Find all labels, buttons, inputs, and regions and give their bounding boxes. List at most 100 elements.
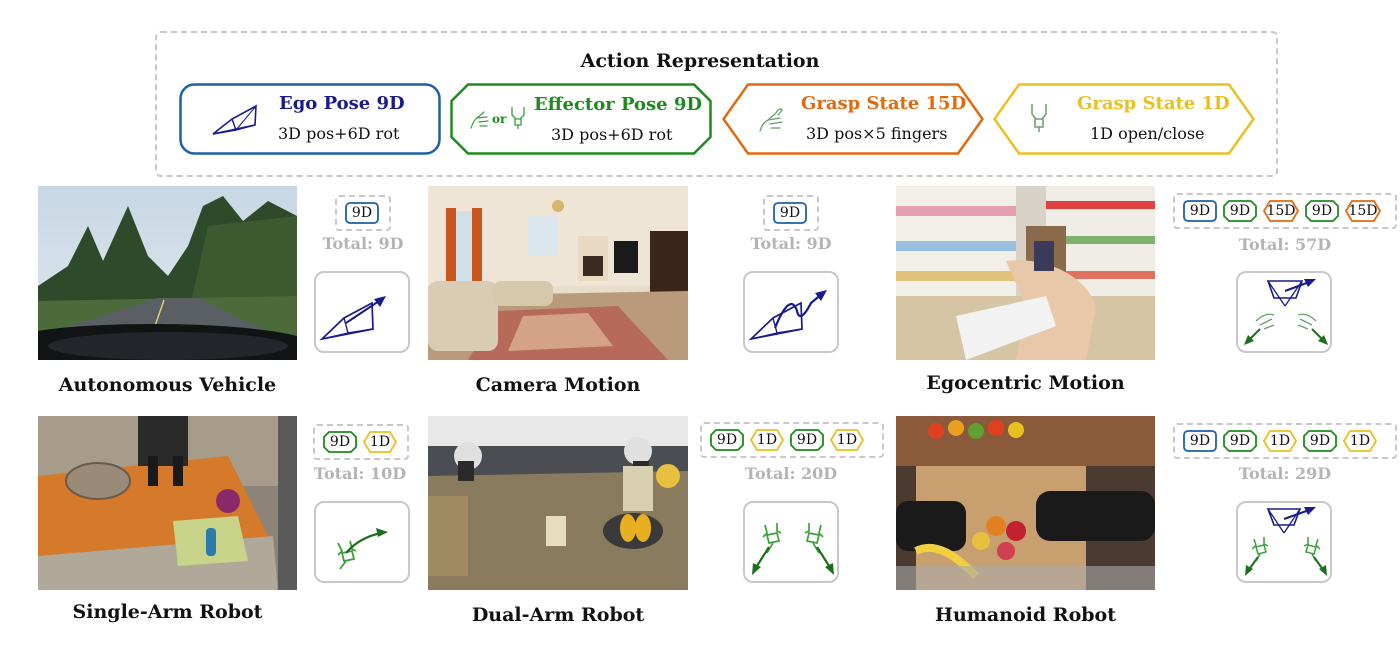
humanoid-robot-total: Total: 29D bbox=[1238, 464, 1332, 483]
chip-label: 1D bbox=[756, 432, 778, 448]
chip-outline bbox=[1343, 430, 1377, 452]
single-arm-robot-total: Total: 10D bbox=[313, 464, 407, 483]
chip-outline bbox=[363, 431, 397, 453]
egocentric-motion-photo bbox=[896, 186, 1155, 360]
autonomous-vehicle-photo bbox=[38, 186, 297, 360]
dimension-chip: 9D bbox=[1183, 430, 1217, 452]
dimension-chip: 9D bbox=[710, 429, 744, 451]
humanoid-robot-action-card bbox=[1236, 501, 1332, 583]
grasp-1d-title: Grasp State 1D bbox=[1077, 93, 1230, 114]
dimension-chip: 1D bbox=[363, 431, 397, 453]
chip-label: 9D bbox=[1189, 203, 1211, 219]
egocentric-motion-caption: Egocentric Motion bbox=[926, 372, 1125, 394]
chip-label: 9D bbox=[1309, 433, 1331, 449]
grasp-15d-title: Grasp State 15D bbox=[801, 93, 967, 114]
ego-pose-curved-arrow-icon bbox=[748, 290, 827, 341]
chip-outline bbox=[830, 429, 864, 451]
dimension-chip: 9D bbox=[1223, 200, 1257, 222]
hand-pinch-icon bbox=[759, 108, 783, 132]
chip-label: 1D bbox=[1269, 433, 1291, 449]
camera-motion-total: Total: 9D bbox=[750, 234, 832, 253]
camera-motion-caption: Camera Motion bbox=[475, 374, 641, 396]
dimension-chip: 9D bbox=[773, 202, 807, 224]
dimension-chip: 9D bbox=[1305, 200, 1339, 222]
egocentric-motion-action-card bbox=[1236, 271, 1332, 353]
dimension-chip: 9D bbox=[1223, 430, 1257, 452]
chip-outline bbox=[345, 202, 379, 224]
single-arm-robot-photo bbox=[38, 416, 297, 590]
camera-frustum-icon bbox=[212, 104, 257, 135]
ego-pose-box-shape bbox=[179, 83, 441, 155]
legend-ego-pose: Ego Pose 9D 3D pos+6D rot bbox=[179, 83, 441, 155]
humanoid-robot-photo bbox=[896, 416, 1155, 590]
legend-effector-pose: or Effector Pose 9D 3D pos+6D rot bbox=[450, 83, 712, 155]
chip-label: 9D bbox=[779, 205, 801, 221]
or-label: or bbox=[492, 112, 507, 126]
ego-pose-desc: 3D pos+6D rot bbox=[278, 124, 400, 143]
hand-icon bbox=[470, 111, 489, 129]
dimension-chip: 9D bbox=[1183, 200, 1217, 222]
egocentric-motion-chips: 9D 9D 15D 9D 15D bbox=[1173, 193, 1397, 229]
chip-outline bbox=[1263, 430, 1297, 452]
gripper-icon bbox=[1031, 104, 1047, 132]
effector-pose-box-shape bbox=[450, 83, 712, 155]
gripper-arrow-icon bbox=[337, 528, 388, 570]
grasp-15d-box-shape bbox=[722, 83, 984, 155]
chip-label: 15D bbox=[1348, 203, 1378, 219]
grasp-1d-box-shape bbox=[993, 83, 1255, 155]
dimension-chip: 1D bbox=[1263, 430, 1297, 452]
chip-outline bbox=[790, 429, 824, 451]
dimension-chip: 15D bbox=[1263, 200, 1299, 222]
chip-label: 9D bbox=[1189, 433, 1211, 449]
chip-label: 1D bbox=[836, 432, 858, 448]
ego-pose-arrow-icon bbox=[319, 296, 386, 341]
ego-and-dual-gripper-icon bbox=[1245, 507, 1327, 576]
dual-arm-robot-action-card bbox=[743, 501, 839, 583]
camera-motion-chips: 9D bbox=[763, 195, 819, 231]
dual-arm-robot-caption: Dual-Arm Robot bbox=[471, 604, 645, 626]
chip-outline bbox=[1183, 200, 1217, 222]
chip-outline bbox=[1263, 200, 1299, 222]
grasp-1d-desc: 1D open/close bbox=[1090, 124, 1205, 143]
humanoid-robot-chips: 9D 9D 1D 9D 1D bbox=[1173, 423, 1397, 459]
autonomous-vehicle-caption: Autonomous Vehicle bbox=[58, 374, 277, 396]
humanoid-robot-caption: Humanoid Robot bbox=[935, 604, 1116, 626]
single-arm-robot-caption: Single-Arm Robot bbox=[72, 601, 263, 623]
legend-grasp-15d: Grasp State 15D 3D pos×5 fingers bbox=[722, 83, 984, 155]
gripper-icon bbox=[511, 107, 525, 129]
action-representation-frame bbox=[155, 31, 1278, 177]
ego-and-hands-icon bbox=[1244, 279, 1328, 345]
chip-outline bbox=[323, 431, 357, 453]
dual-arm-robot-total: Total: 20D bbox=[744, 464, 838, 483]
dual-arm-robot-photo bbox=[428, 416, 688, 590]
dimension-chip: 15D bbox=[1345, 200, 1381, 222]
chip-label: 9D bbox=[351, 205, 373, 221]
grasp-15d-desc: 3D pos×5 fingers bbox=[806, 124, 948, 143]
chip-outline bbox=[1223, 200, 1257, 222]
chip-outline bbox=[1305, 200, 1339, 222]
dimension-chip: 9D bbox=[323, 431, 357, 453]
chip-label: 1D bbox=[369, 434, 391, 450]
chip-label: 9D bbox=[329, 434, 351, 450]
ego-pose-title: Ego Pose 9D bbox=[279, 93, 405, 114]
chip-label: 1D bbox=[1349, 433, 1371, 449]
dimension-chip: 1D bbox=[750, 429, 784, 451]
chip-outline bbox=[1223, 430, 1257, 452]
legend-title: Action Representation bbox=[580, 50, 820, 72]
chip-label: 9D bbox=[1229, 433, 1251, 449]
camera-motion-action-card bbox=[743, 271, 839, 353]
chip-label: 9D bbox=[716, 432, 738, 448]
chip-label: 9D bbox=[1229, 203, 1251, 219]
effector-pose-desc: 3D pos+6D rot bbox=[551, 125, 673, 144]
chip-outline bbox=[710, 429, 744, 451]
chip-outline bbox=[1303, 430, 1337, 452]
dual-gripper-arrows-icon bbox=[752, 523, 834, 575]
chip-label: 9D bbox=[796, 432, 818, 448]
single-arm-robot-chips: 9D 1D bbox=[313, 424, 409, 460]
egocentric-motion-total: Total: 57D bbox=[1238, 235, 1332, 254]
dimension-chip: 9D bbox=[345, 202, 379, 224]
chip-label: 9D bbox=[1311, 203, 1333, 219]
legend-grasp-1d: Grasp State 1D 1D open/close bbox=[993, 83, 1255, 155]
chip-label: 15D bbox=[1266, 203, 1296, 219]
dimension-chip: 9D bbox=[1303, 430, 1337, 452]
